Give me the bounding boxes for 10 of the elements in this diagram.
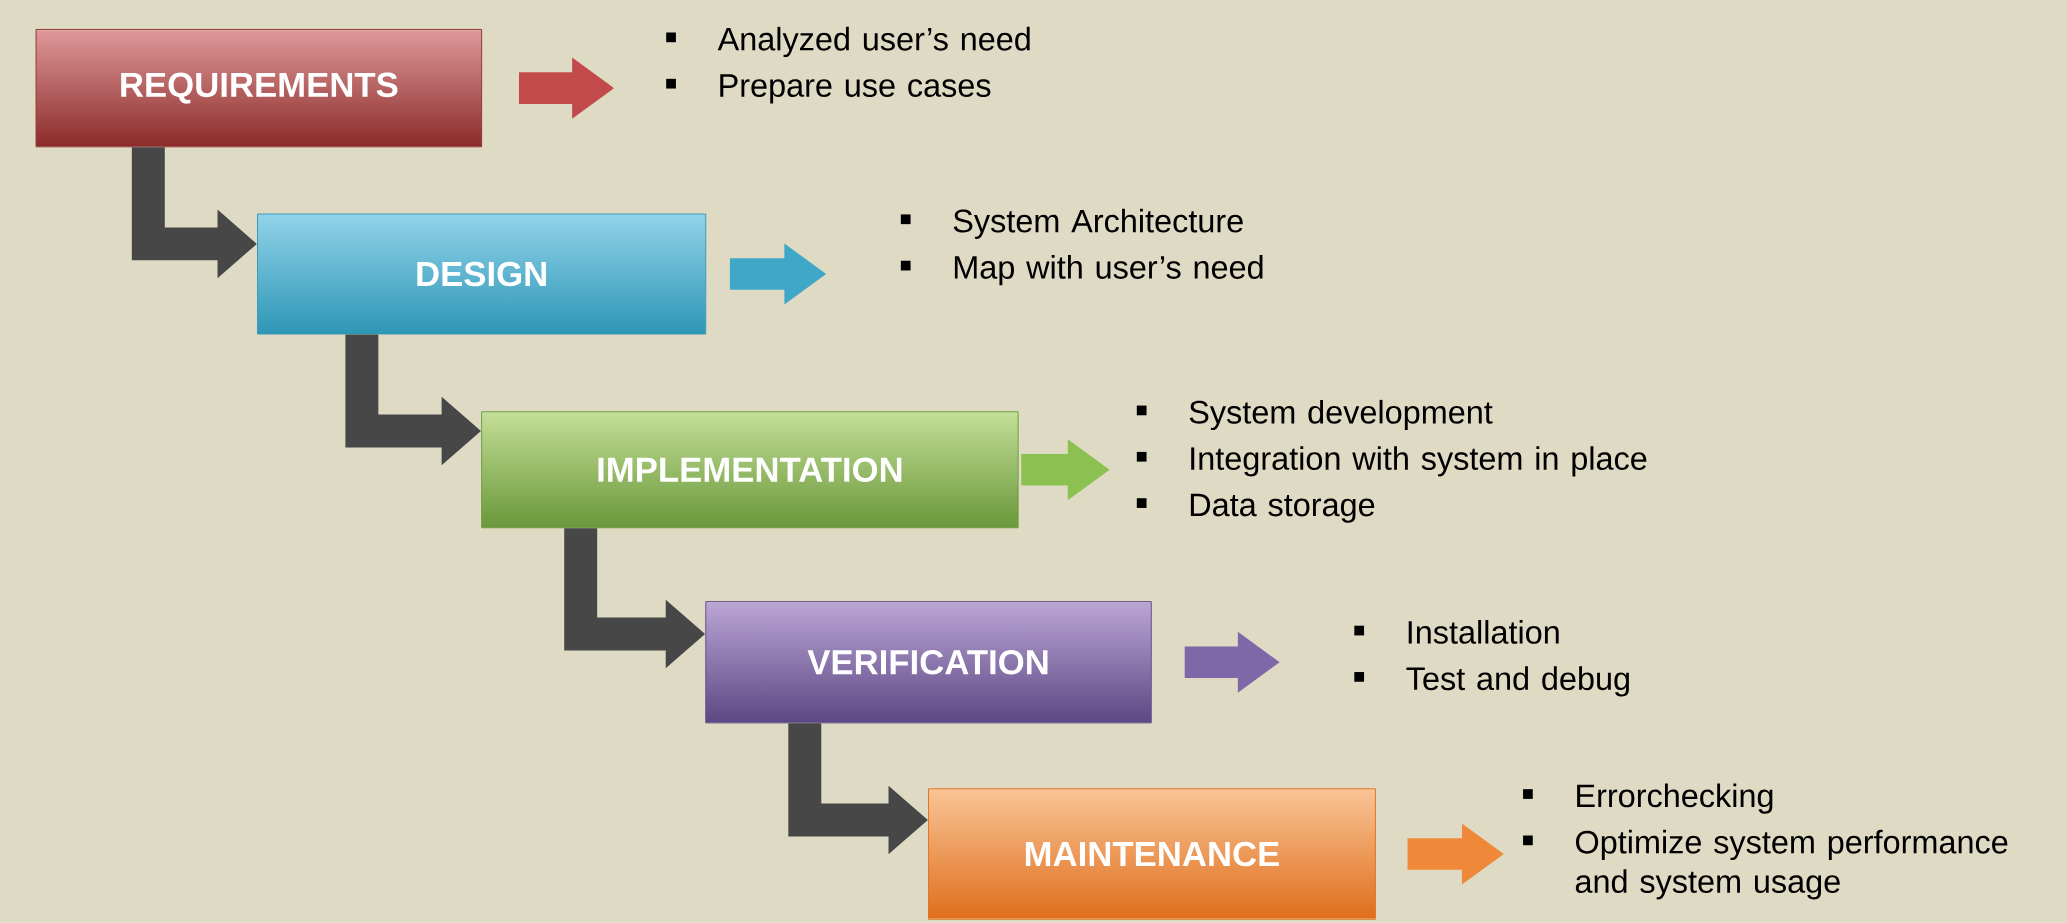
phase-box: DESIGN	[257, 213, 707, 335]
phase-box: MAINTENANCE	[928, 788, 1376, 920]
phase-box: IMPLEMENTATION	[481, 411, 1019, 529]
phase-box: VERIFICATION	[705, 601, 1152, 724]
bullet-list: Installation Test and debug	[1354, 620, 1629, 697]
bullet-list: System Architecture Map with user’s need	[900, 208, 1263, 286]
phase-box: REQUIREMENTS	[35, 29, 483, 148]
bullet-list: System development Integration with system in place Data storage	[1136, 400, 1647, 523]
bullet-list: Analyzed user’s need Prepare use cases	[666, 26, 1030, 104]
bullet-list: Errorchecking Optimize system performance and system usage	[1523, 783, 2008, 900]
